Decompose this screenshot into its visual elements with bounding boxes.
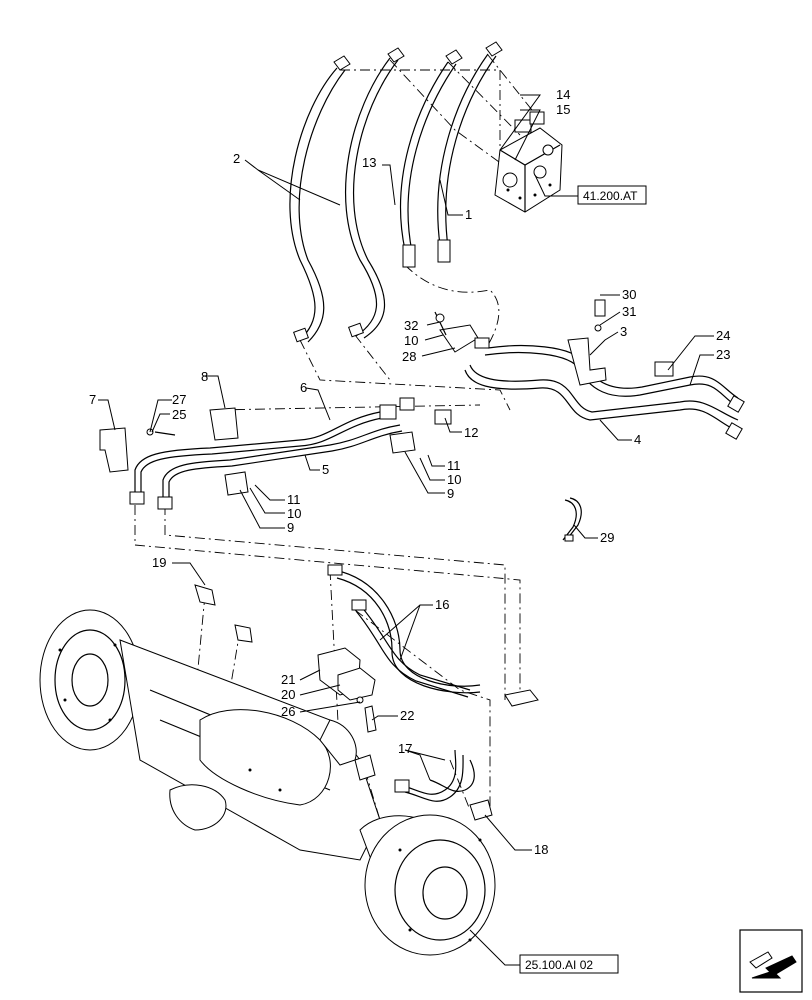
callout-10-right: 10 xyxy=(447,472,461,487)
reference-label-steering: 41.200.AT xyxy=(583,189,638,203)
reference-label-axle: 25.100.AI 02 xyxy=(525,958,593,972)
callout-32: 32 xyxy=(404,318,418,333)
callout-5: 5 xyxy=(322,462,329,477)
callout-1: 1 xyxy=(465,207,472,222)
pipe-assembly-5-6 xyxy=(99,397,452,510)
callout-3: 3 xyxy=(620,324,627,339)
hose-assembly-16-17 xyxy=(327,564,539,802)
arrow-navigation-icon[interactable] xyxy=(739,929,803,993)
callout-16: 16 xyxy=(435,597,449,612)
callout-2: 2 xyxy=(233,151,240,166)
callout-29: 29 xyxy=(600,530,614,545)
clamp-29 xyxy=(562,497,582,542)
callout-23: 23 xyxy=(716,347,730,362)
callout-8: 8 xyxy=(201,369,208,384)
callout-22: 22 xyxy=(400,708,414,723)
callout-27: 27 xyxy=(172,392,186,407)
callout-10-left: 10 xyxy=(287,506,301,521)
callout-31: 31 xyxy=(622,304,636,319)
steering-valve xyxy=(494,111,563,213)
callout-18: 18 xyxy=(534,842,548,857)
callout-24: 24 xyxy=(716,328,730,343)
callout-30: 30 xyxy=(622,287,636,302)
callout-19: 19 xyxy=(152,555,166,570)
hose-pair-2 xyxy=(289,47,405,343)
callout-numbers: 14 15 2 13 1 30 31 3 32 10 28 24 23 4 12… xyxy=(89,87,730,857)
callout-25: 25 xyxy=(172,407,186,422)
callout-13: 13 xyxy=(362,155,376,170)
callout-20: 20 xyxy=(281,687,295,702)
pipe-assembly-4-23 xyxy=(464,299,745,440)
callout-11-right: 11 xyxy=(447,458,461,473)
leader-lines xyxy=(98,94,714,966)
callout-14: 14 xyxy=(556,87,570,102)
callout-9-left: 9 xyxy=(287,520,294,535)
callout-10-top: 10 xyxy=(404,333,418,348)
callout-12: 12 xyxy=(464,425,478,440)
callout-21: 21 xyxy=(281,672,295,687)
callout-9-right: 9 xyxy=(447,486,454,501)
mount-20-21-22 xyxy=(317,647,377,733)
callout-26: 26 xyxy=(281,704,295,719)
bracket-28 xyxy=(434,311,490,353)
reference-box-steering[interactable]: 41.200.AT xyxy=(577,185,647,205)
callout-7: 7 xyxy=(89,392,96,407)
hose-pair-1-13 xyxy=(399,41,503,268)
front-axle xyxy=(39,584,496,956)
callout-28: 28 xyxy=(402,349,416,364)
callout-6: 6 xyxy=(300,380,307,395)
callout-15: 15 xyxy=(556,102,570,117)
callout-4: 4 xyxy=(634,432,641,447)
callout-11-left: 11 xyxy=(287,492,301,507)
callout-17: 17 xyxy=(398,741,412,756)
reference-box-axle[interactable]: 25.100.AI 02 xyxy=(519,954,619,974)
